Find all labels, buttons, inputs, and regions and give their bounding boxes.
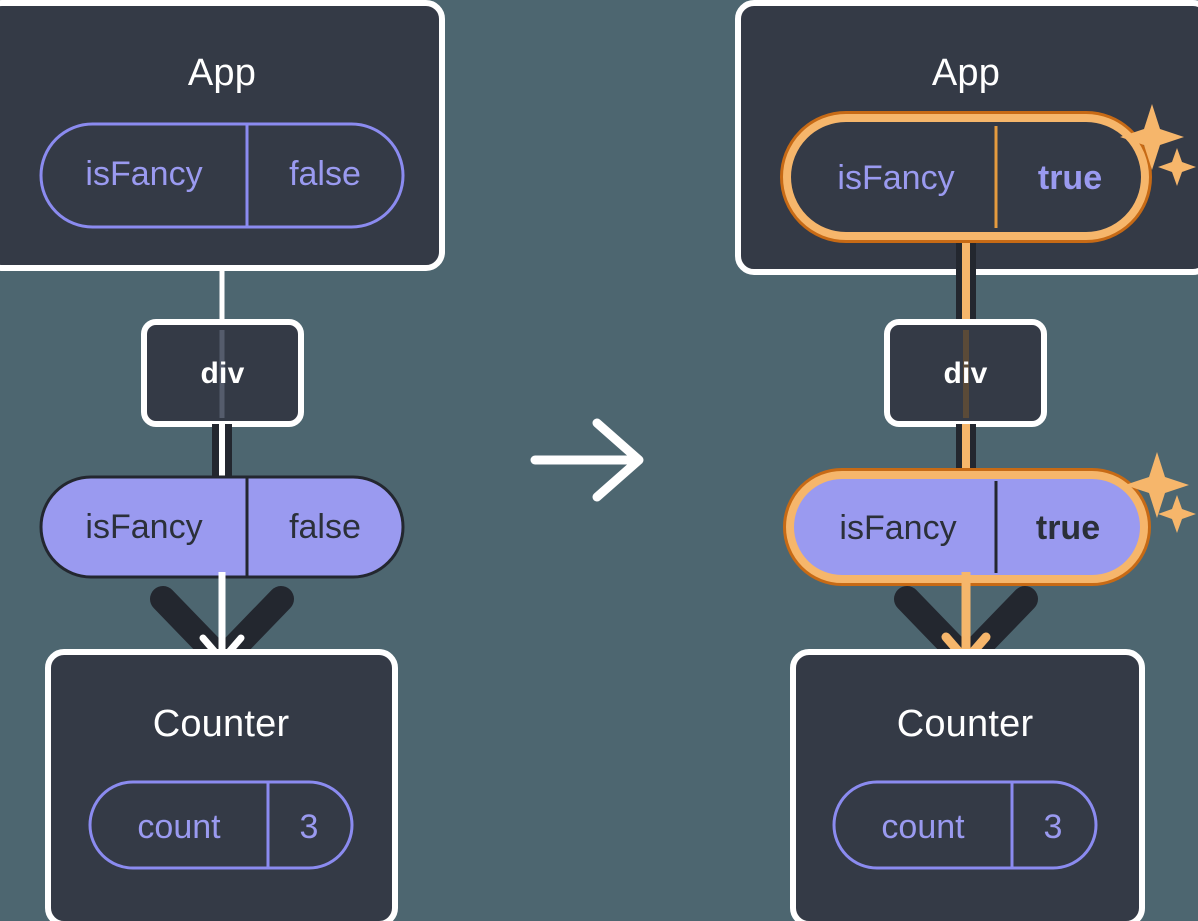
counter-state-key-after: count bbox=[881, 808, 965, 846]
div-label-after: div bbox=[943, 357, 988, 390]
prop-value-after: true bbox=[1035, 509, 1101, 547]
app-state-key-before: isFancy bbox=[85, 155, 203, 193]
counter-panel-after bbox=[790, 649, 1145, 921]
prop-key-after: isFancy bbox=[839, 509, 957, 547]
app-panel-before bbox=[0, 0, 445, 271]
div-label-before: div bbox=[200, 357, 245, 390]
app-state-value-before: false bbox=[289, 155, 361, 193]
counter-state-value-before: 3 bbox=[299, 808, 319, 846]
counter-state-pill-after[interactable] bbox=[832, 780, 1098, 870]
prop-key-before: isFancy bbox=[85, 508, 203, 546]
app-state-pill-highlight-inner-after bbox=[783, 114, 1149, 240]
right-arrow-icon bbox=[530, 418, 644, 502]
counter-state-key-before: count bbox=[137, 808, 221, 846]
app-title-before: App bbox=[187, 52, 257, 94]
counter-state-pill-before[interactable] bbox=[88, 780, 354, 870]
prop-value-before: false bbox=[289, 508, 361, 546]
sparkle-icon-prop-after bbox=[1125, 452, 1196, 533]
app-state-key-after: isFancy bbox=[837, 159, 955, 197]
sparkle-icon-app-after bbox=[1120, 104, 1196, 186]
counter-panel-before bbox=[45, 649, 398, 921]
app-state-value-after: true bbox=[1037, 159, 1103, 197]
counter-title-after: Counter bbox=[896, 703, 1034, 745]
app-title-after: App bbox=[931, 52, 1001, 94]
counter-title-before: Counter bbox=[152, 703, 290, 745]
app-state-pill-before[interactable] bbox=[39, 122, 405, 229]
counter-state-value-after: 3 bbox=[1043, 808, 1063, 846]
